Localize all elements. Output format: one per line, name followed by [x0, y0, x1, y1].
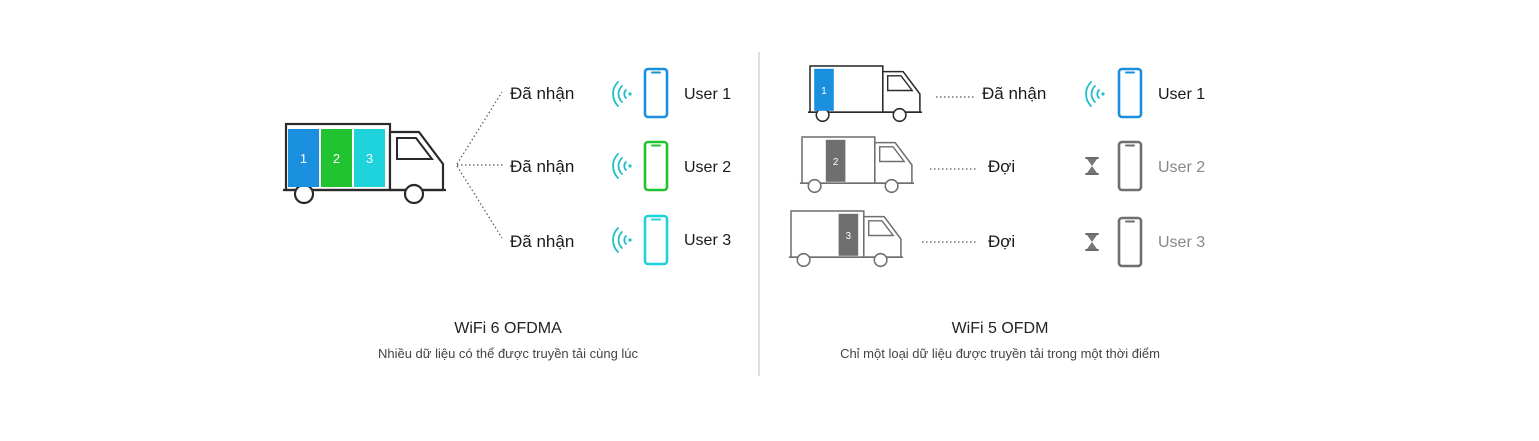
signal-icon: [612, 81, 633, 107]
ofdma-row-3: Đã nhận User 3: [510, 214, 731, 266]
status-label: Đã nhận: [510, 157, 574, 176]
ofdma-dotted-lines: [456, 91, 503, 239]
ofdm-caption: WiFi 5 OFDM Chỉ một loại dữ liệu được tr…: [750, 320, 1250, 361]
ofdm-row-3: 3 Đợi User 3: [788, 210, 1205, 268]
user-label: User 1: [684, 86, 731, 103]
signal-icon: [612, 153, 633, 179]
phone-icon: [643, 67, 669, 119]
packet-label: 3: [846, 231, 852, 242]
phone-icon: [643, 214, 669, 266]
hourglass-icon: [1085, 233, 1099, 251]
signal-icon: [612, 227, 633, 253]
hourglass-icon: [1085, 157, 1099, 175]
truck-icon: 3: [788, 210, 904, 268]
phone-icon: [1117, 67, 1143, 119]
packet-label: 1: [821, 86, 826, 97]
truck-icon: 1: [807, 65, 923, 123]
packet-block-2: [321, 129, 352, 187]
ofdma-truck: 1 2 3: [281, 122, 448, 205]
status-label: Đã nhận: [982, 84, 1046, 103]
user-label: User 2: [684, 159, 731, 176]
status-label: Đã nhận: [510, 232, 574, 251]
phone-icon: [643, 140, 669, 192]
packet-label: 2: [833, 157, 838, 168]
status-label: Đã nhận: [510, 84, 574, 103]
ofdma-subtitle: Nhiều dữ liệu có thể được truyền tải cùn…: [377, 346, 639, 361]
status-label: Đợi: [988, 157, 1015, 176]
ofdm-row-2: 2 Đợi User 2: [799, 136, 1205, 194]
status-label: Đợi: [988, 232, 1015, 251]
user-label: User 2: [1158, 159, 1205, 176]
packet-block-1: [288, 129, 319, 187]
ofdma-caption: WiFi 6 OFDMA Nhiều dữ liệu có thể được t…: [258, 320, 758, 361]
user-label: User 3: [684, 232, 731, 249]
signal-icon: [1085, 81, 1106, 107]
packet-block-3: [354, 129, 385, 187]
ofdm-title: WiFi 5 OFDM: [951, 320, 1049, 337]
packet-label-1: 1: [300, 151, 307, 166]
packet-label-3: 3: [366, 151, 373, 166]
packet-label-2: 2: [333, 151, 340, 166]
ofdma-title: WiFi 6 OFDMA: [454, 320, 562, 337]
ofdma-row-2: Đã nhận User 2: [510, 140, 731, 192]
ofdm-subtitle: Chỉ một loại dữ liệu được truyền tải tro…: [840, 346, 1160, 361]
ofdma-row-1: Đã nhận User 1: [510, 67, 731, 119]
user-label: User 3: [1158, 234, 1205, 251]
user-label: User 1: [1158, 86, 1205, 103]
phone-icon: [1117, 216, 1143, 268]
phone-icon: [1117, 140, 1143, 192]
truck-icon: 2: [799, 136, 915, 194]
ofdm-row-1: 1 Đã nhận User 1: [807, 65, 1205, 123]
